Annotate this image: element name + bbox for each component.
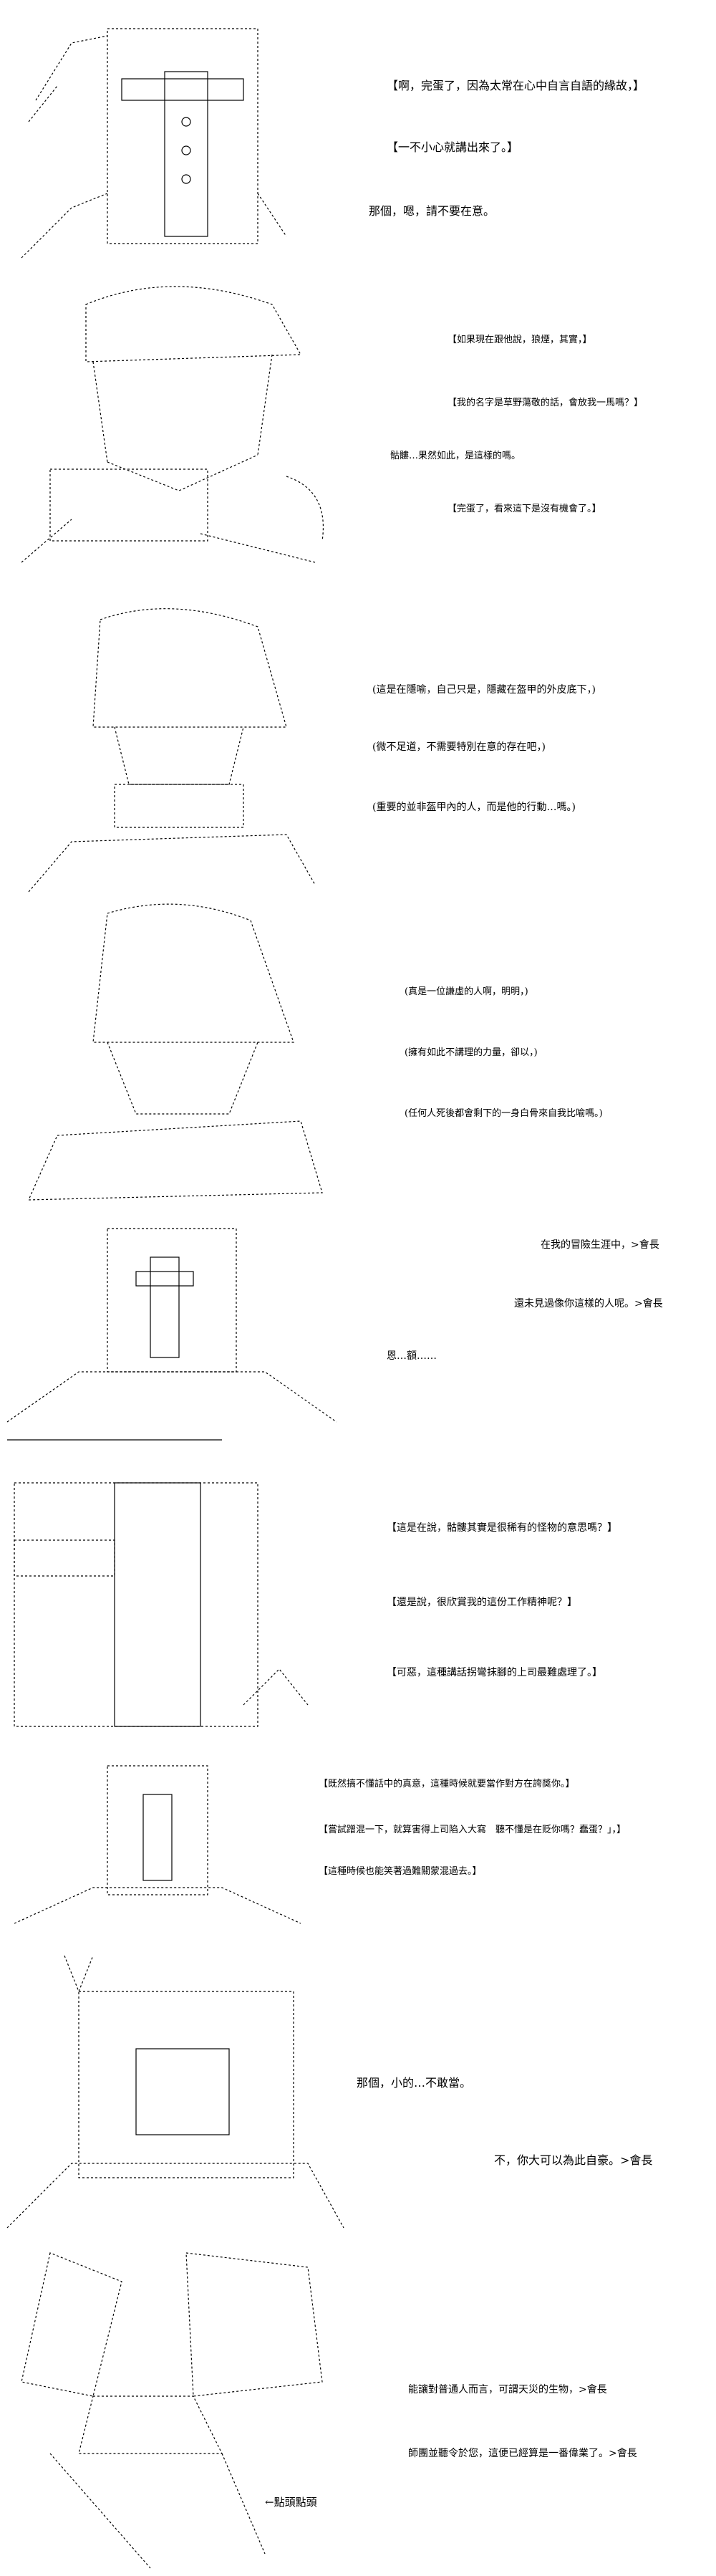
dialogue-line: 【如果現在跟他說，狼煙，其實，】 <box>448 335 592 345</box>
panel-3: (這是在隱喻，自己只是，隱藏在盔甲的外皮底下，) (微不足道，不需要特別在意的存… <box>0 598 716 893</box>
dialogue-line: 還未見過像你這樣的人呢。>會長 <box>514 1298 663 1309</box>
dialogue-line: 【還是說，很欣賞我的這份工作精神呢？】 <box>387 1597 577 1608</box>
dialogue-line: 【我的名字是草野蕩敬的話，會放我一馬嗎？】 <box>448 398 644 408</box>
knight-helmet-art <box>6 1214 337 1423</box>
knight-helmet-art <box>14 21 287 259</box>
dialogue-line: 能讓對普通人而言，可謂天災的生物，>會長 <box>408 2384 607 2395</box>
dialogue-line: 不，你大可以為此自豪。>會長 <box>494 2153 653 2167</box>
dialogue-line: 師團並聽令於您，這便已經算是一番偉業了。>會長 <box>408 2448 637 2459</box>
panel-8: 那個，小的…不敢當。 不，你大可以為此自豪。>會長 <box>0 1948 716 2231</box>
knight-helmet-art <box>7 1744 308 1938</box>
dialogue-line: 那個，小的…不敢當。 <box>357 2076 472 2090</box>
dialogue-line: (重要的並非盔甲內的人，而是他的行動…嗎。) <box>372 802 576 813</box>
panel-5: 在我的冒險生涯中，>會長 還未見過像你這樣的人呢。>會長 恩…額…… <box>0 1207 716 1423</box>
panel-4: (真是一位謙虛的人啊，明明，) (擁有如此不講理的力量，卻以，) (任何人死後都… <box>0 899 716 1201</box>
dialogue-line: 那個，嗯，請不要在意。 <box>369 204 495 218</box>
hooded-figure-art <box>14 598 316 893</box>
crowd-figure-art <box>7 2239 379 2569</box>
dialogue-line: 【這是在說，骷髏其實是很稀有的怪物的意思嗎？】 <box>387 1522 617 1534</box>
dialogue-line: 【這種時候也能笑著過難關蒙混過去。】 <box>319 1866 482 1877</box>
hooded-figure-art <box>14 276 351 563</box>
dialogue-line: 恩…額…… <box>387 1350 437 1362</box>
dialogue-line: 【啊，完蛋了，因為太常在心中自言自語的緣故，】 <box>387 79 645 92</box>
nod-caption: ←點頭點頭 <box>265 2496 317 2509</box>
dialogue-line: (擁有如此不講理的力量，卻以，) <box>405 1047 538 1058</box>
dialogue-line: 【既然搞不懂話中的真意，這種時候就要當作對方在誇獎你。】 <box>319 1779 575 1789</box>
dialogue-line: 在我的冒險生涯中，>會長 <box>541 1239 659 1251</box>
dialogue-line: 【可惡，這種講話拐彎抹腳的上司最難處理了。】 <box>387 1667 602 1678</box>
panel-9: 能讓對普通人而言，可謂天災的生物，>會長 師團並聽令於您，這便已經算是一番偉業了… <box>0 2239 716 2576</box>
dialogue-line: (任何人死後都會剩下的一身白骨來自我比喻嗎。) <box>405 1108 603 1119</box>
knight-helmet-art <box>6 1948 344 2229</box>
dialogue-line: 【完蛋了，看來這下是沒有機會了。】 <box>448 504 601 514</box>
panel-2: 【如果現在跟他說，狼煙，其實，】 【我的名字是草野蕩敬的話，會放我一馬嗎？】 骷… <box>0 276 716 591</box>
dialogue-line: 骷髏…果然如此，是這樣的嗎。 <box>390 451 521 461</box>
panel-6: 【這是在說，骷髏其實是很稀有的怪物的意思嗎？】 【還是說，很欣賞我的這份工作精神… <box>0 1429 716 1737</box>
hooded-figure-art <box>14 899 323 1201</box>
knight-closeup-art <box>7 1433 337 1734</box>
dialogue-line: 【嘗試蹭混一下，就算害得上司陷入大寫 聽不懂是在贬你嗎？蠢蛋？」，】 <box>319 1825 626 1835</box>
panel-7: 【既然搞不懂話中的真意，這種時候就要當作對方在誇獎你。】 【嘗試蹭混一下，就算害… <box>0 1744 716 1941</box>
dialogue-line: (真是一位謙虛的人啊，明明，) <box>405 986 528 997</box>
dialogue-line: 【一不小心就講出來了。】 <box>387 140 519 154</box>
panel-1: 【啊，完蛋了，因為太常在心中自言自語的緣故，】 【一不小心就講出來了。】 那個，… <box>0 0 716 265</box>
dialogue-line: (這是在隱喻，自己只是，隱藏在盔甲的外皮底下，) <box>372 684 596 696</box>
dialogue-line: (微不足道，不需要特別在意的存在吧，) <box>372 741 546 753</box>
